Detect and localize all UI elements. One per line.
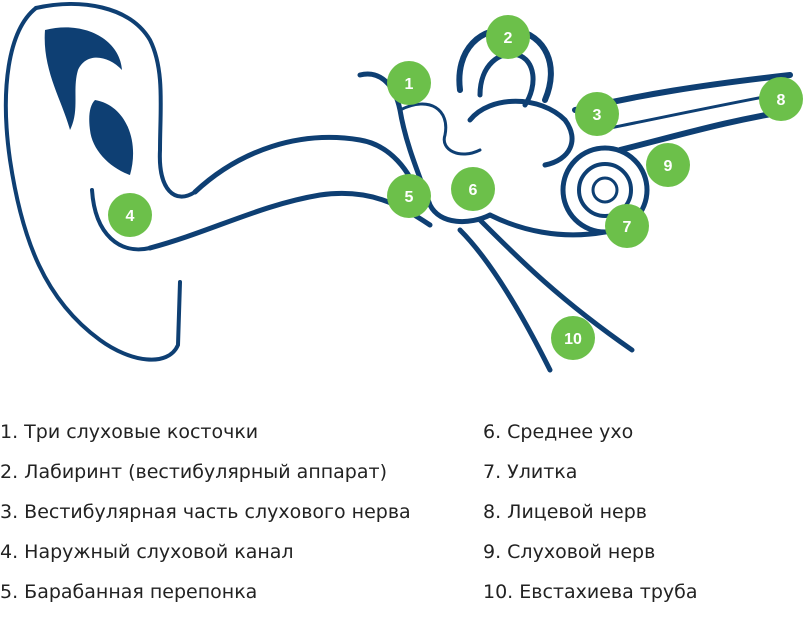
legend-right-column: 6. Среднее ухо 7. Улитка 8. Лицевой нерв… [483,418,698,618]
marker-3-circle [575,92,619,136]
marker-8: 8 [759,77,803,121]
vestibule [467,98,575,168]
eustachian-tube-right [477,217,635,353]
legend-item-4: 4. Наружный слуховой канал [0,541,294,563]
marker-1: 1 [387,61,431,105]
auricle-antihelix [89,100,134,175]
marker-2-circle [486,15,530,59]
legend-item-6: 6. Среднее ухо [483,421,634,443]
marker-5-circle [387,174,431,218]
marker-7-circle [605,204,649,248]
marker-4-label: 4 [126,208,135,225]
legend-item-8: 8. Лицевой нерв [483,501,648,523]
concha [90,188,152,252]
legend-item-2: 2. Лабиринт (вестибулярный аппарат) [0,461,387,483]
cochlea-inner [591,176,619,204]
marker-6: 6 [451,167,495,211]
legend-item-3: 3. Вестибулярная часть слухового нерва [0,501,411,523]
ear-canal-upper [192,135,423,203]
legend-item-7: 7. Улитка [483,461,578,483]
ear-anatomy-diagram: 1 2 3 4 5 6 7 8 9 10 [3,2,803,373]
marker-9-label: 9 [664,158,673,175]
marker-9-circle [646,143,690,187]
marker-4-circle [108,193,152,237]
legend-item-9: 9. Слуховой нерв [483,541,656,563]
auricle-rim [34,2,197,199]
marker-8-circle [759,77,803,121]
legend-left-column: 1. Три слуховые косточки 2. Лабиринт (ве… [0,418,411,618]
auricle-helix [44,27,122,130]
marker-3-label: 3 [593,107,602,124]
legend-item-5: 5. Барабанная перепонка [0,581,258,603]
middle-ear-cavity [487,212,608,238]
marker-7-label: 7 [623,219,632,236]
marker-9: 9 [646,143,690,187]
marker-7: 7 [605,204,649,248]
marker-5: 5 [387,174,431,218]
legend-item-10: 10. Евстахиева труба [483,581,698,603]
marker-5-label: 5 [405,189,414,206]
ossicles [398,102,482,156]
cochlea-middle [577,162,633,218]
marker-1-label: 1 [405,76,414,93]
legend-item-1: 1. Три слуховые косточки [0,421,259,443]
marker-3: 3 [575,92,619,136]
marker-4: 4 [108,193,152,237]
marker-2-label: 2 [504,30,513,47]
marker-8-label: 8 [777,92,786,109]
semicircular-canal-2 [477,51,536,108]
marker-10: 10 [551,316,595,360]
marker-10-circle [551,316,595,360]
marker-2: 2 [486,15,530,59]
marker-1-circle [387,61,431,105]
auricle-outline [3,6,182,362]
marker-6-label: 6 [469,182,478,199]
marker-6-circle [451,167,495,211]
marker-10-label: 10 [564,331,582,348]
eustachian-tube-left [457,227,553,373]
